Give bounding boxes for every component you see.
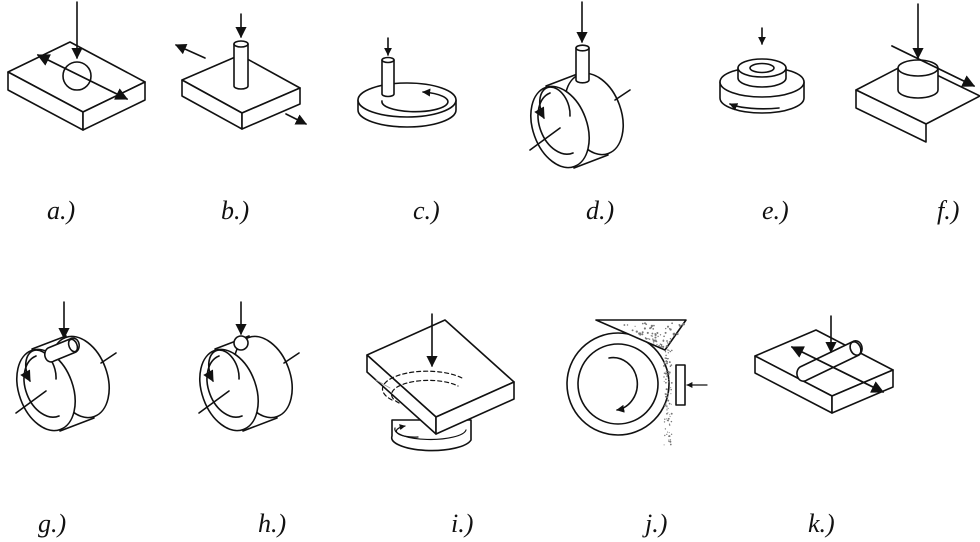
label-j: j.) <box>645 509 668 538</box>
label-e: e.) <box>762 196 789 225</box>
config-j-rubber-wheel-abrasion <box>567 320 707 435</box>
label-a: a.) <box>47 196 76 225</box>
abrasive-powder <box>623 322 685 446</box>
label-c: c.) <box>413 196 440 225</box>
config-e-thrust-washer <box>720 28 804 113</box>
label-h: h.) <box>258 509 287 538</box>
config-b-pin-on-flat <box>174 14 308 129</box>
config-a-ball-on-flat <box>8 2 145 130</box>
label-d: d.) <box>586 196 615 225</box>
config-k-cylinder-on-flat <box>755 316 893 413</box>
label-i: i.) <box>451 509 474 538</box>
config-g-cylinder-on-wheel <box>6 302 119 439</box>
config-d-pin-on-ring <box>520 2 633 176</box>
label-k: k.) <box>808 509 835 538</box>
label-f: f.) <box>937 196 960 225</box>
label-b: b.) <box>221 196 250 225</box>
config-c-pin-on-disk <box>358 38 456 127</box>
config-i-block-on-wheel <box>367 314 514 451</box>
label-g: g.) <box>38 509 67 538</box>
config-f-disk-on-flat <box>856 4 980 142</box>
config-h-ball-on-wheel <box>189 302 302 439</box>
